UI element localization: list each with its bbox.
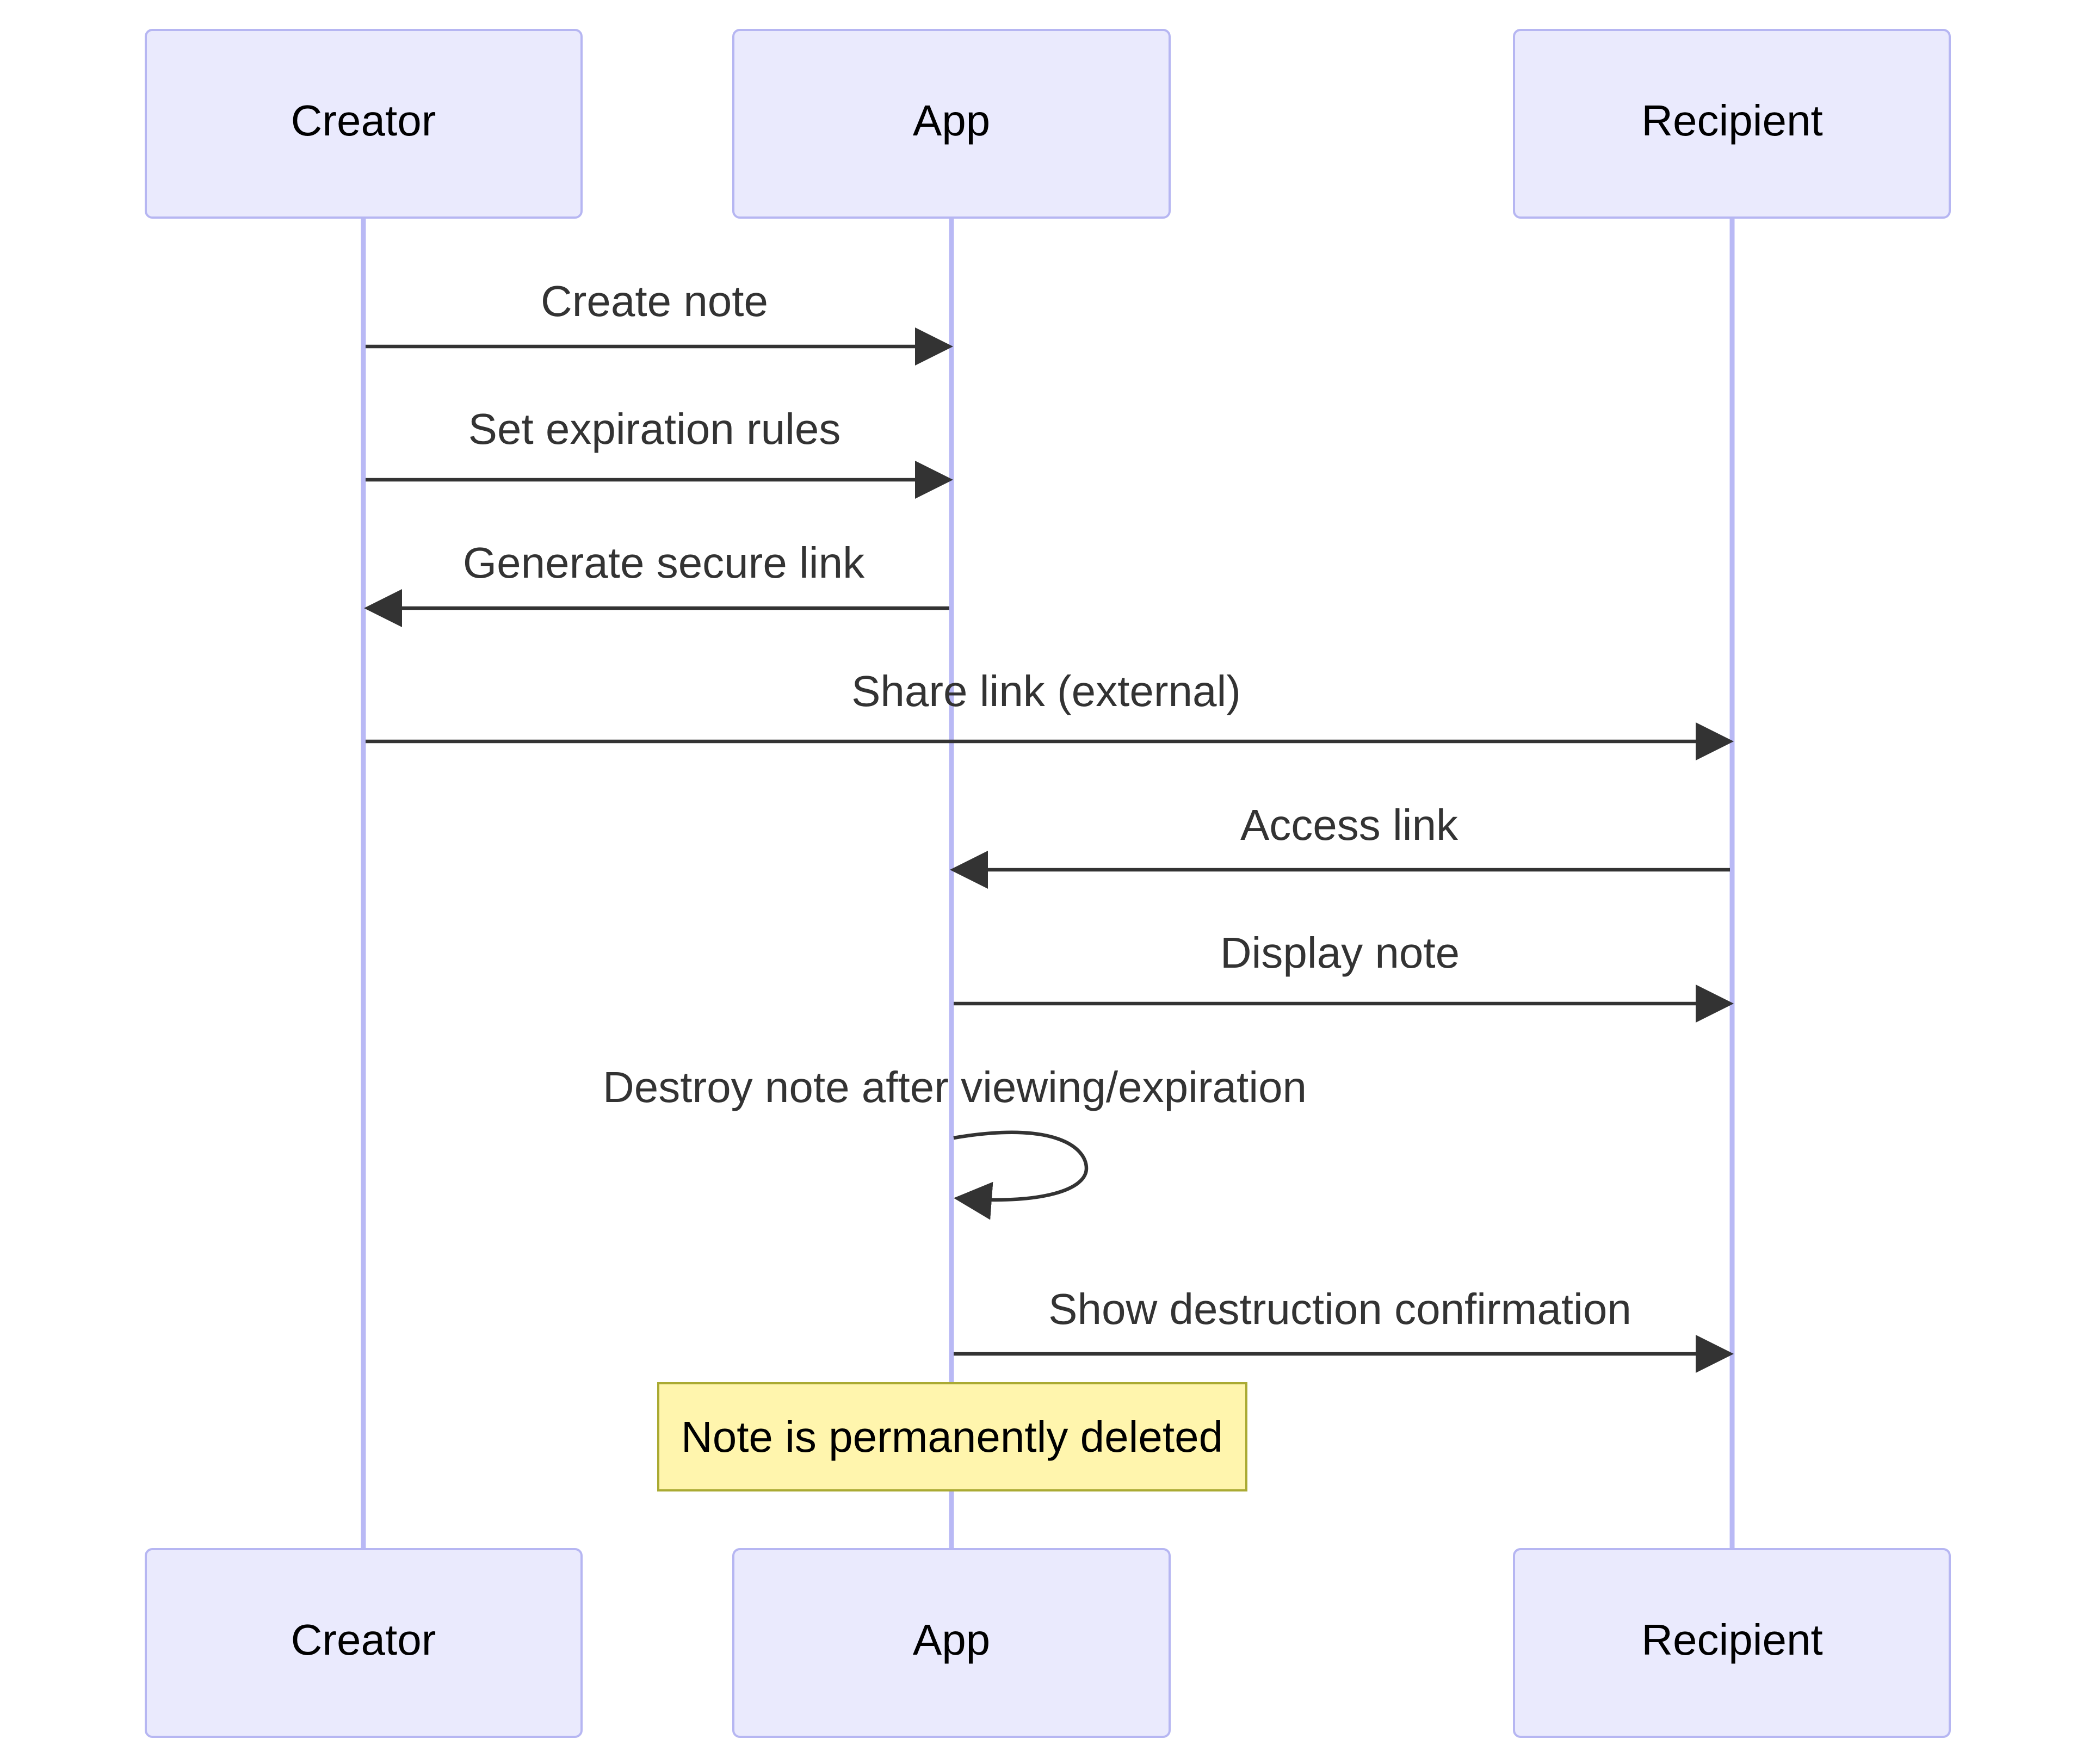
message-display-note: Display note (954, 929, 1734, 1023)
message-destroy-note-label: Destroy note after viewing/expiration (603, 1063, 1307, 1111)
actor-top-creator: Creator (145, 29, 583, 219)
note-label: Note is permanently deleted (681, 1413, 1223, 1461)
message-set-expiration-label: Set expiration rules (468, 405, 841, 453)
actor-bottom-creator-label: Creator (291, 1616, 436, 1664)
message-access-link: Access link (950, 801, 1730, 889)
actor-bottom-recipient-label: Recipient (1641, 1616, 1823, 1664)
actor-top-app: App (732, 29, 1171, 219)
actor-top-creator-label: Creator (291, 96, 436, 145)
message-destroy-note-self: Destroy note after viewing/expiration (603, 1063, 1307, 1220)
message-share-link: Share link (external) (366, 667, 1734, 760)
message-set-expiration: Set expiration rules (366, 405, 953, 499)
message-show-confirmation-label: Show destruction confirmation (1048, 1285, 1631, 1333)
message-share-link-label: Share link (external) (851, 667, 1241, 715)
message-generate-link-label: Generate secure link (463, 539, 865, 587)
message-show-confirmation: Show destruction confirmation (954, 1285, 1734, 1373)
message-access-link-label: Access link (1240, 801, 1458, 849)
actor-top-recipient-label: Recipient (1641, 96, 1823, 145)
actor-bottom-recipient: Recipient (1513, 1548, 1951, 1738)
message-create-note: Create note (366, 277, 953, 366)
message-display-note-label: Display note (1220, 929, 1460, 977)
actor-bottom-creator: Creator (145, 1548, 583, 1738)
actor-top-app-label: App (913, 96, 990, 145)
actor-top-recipient: Recipient (1513, 29, 1951, 219)
note-permanently-deleted: Note is permanently deleted (657, 1382, 1247, 1491)
self-loop-arrow (953, 1130, 1089, 1220)
actor-bottom-app-label: App (913, 1616, 990, 1664)
message-generate-link: Generate secure link (364, 539, 949, 627)
message-create-note-label: Create note (541, 277, 768, 325)
actor-bottom-app: App (732, 1548, 1171, 1738)
